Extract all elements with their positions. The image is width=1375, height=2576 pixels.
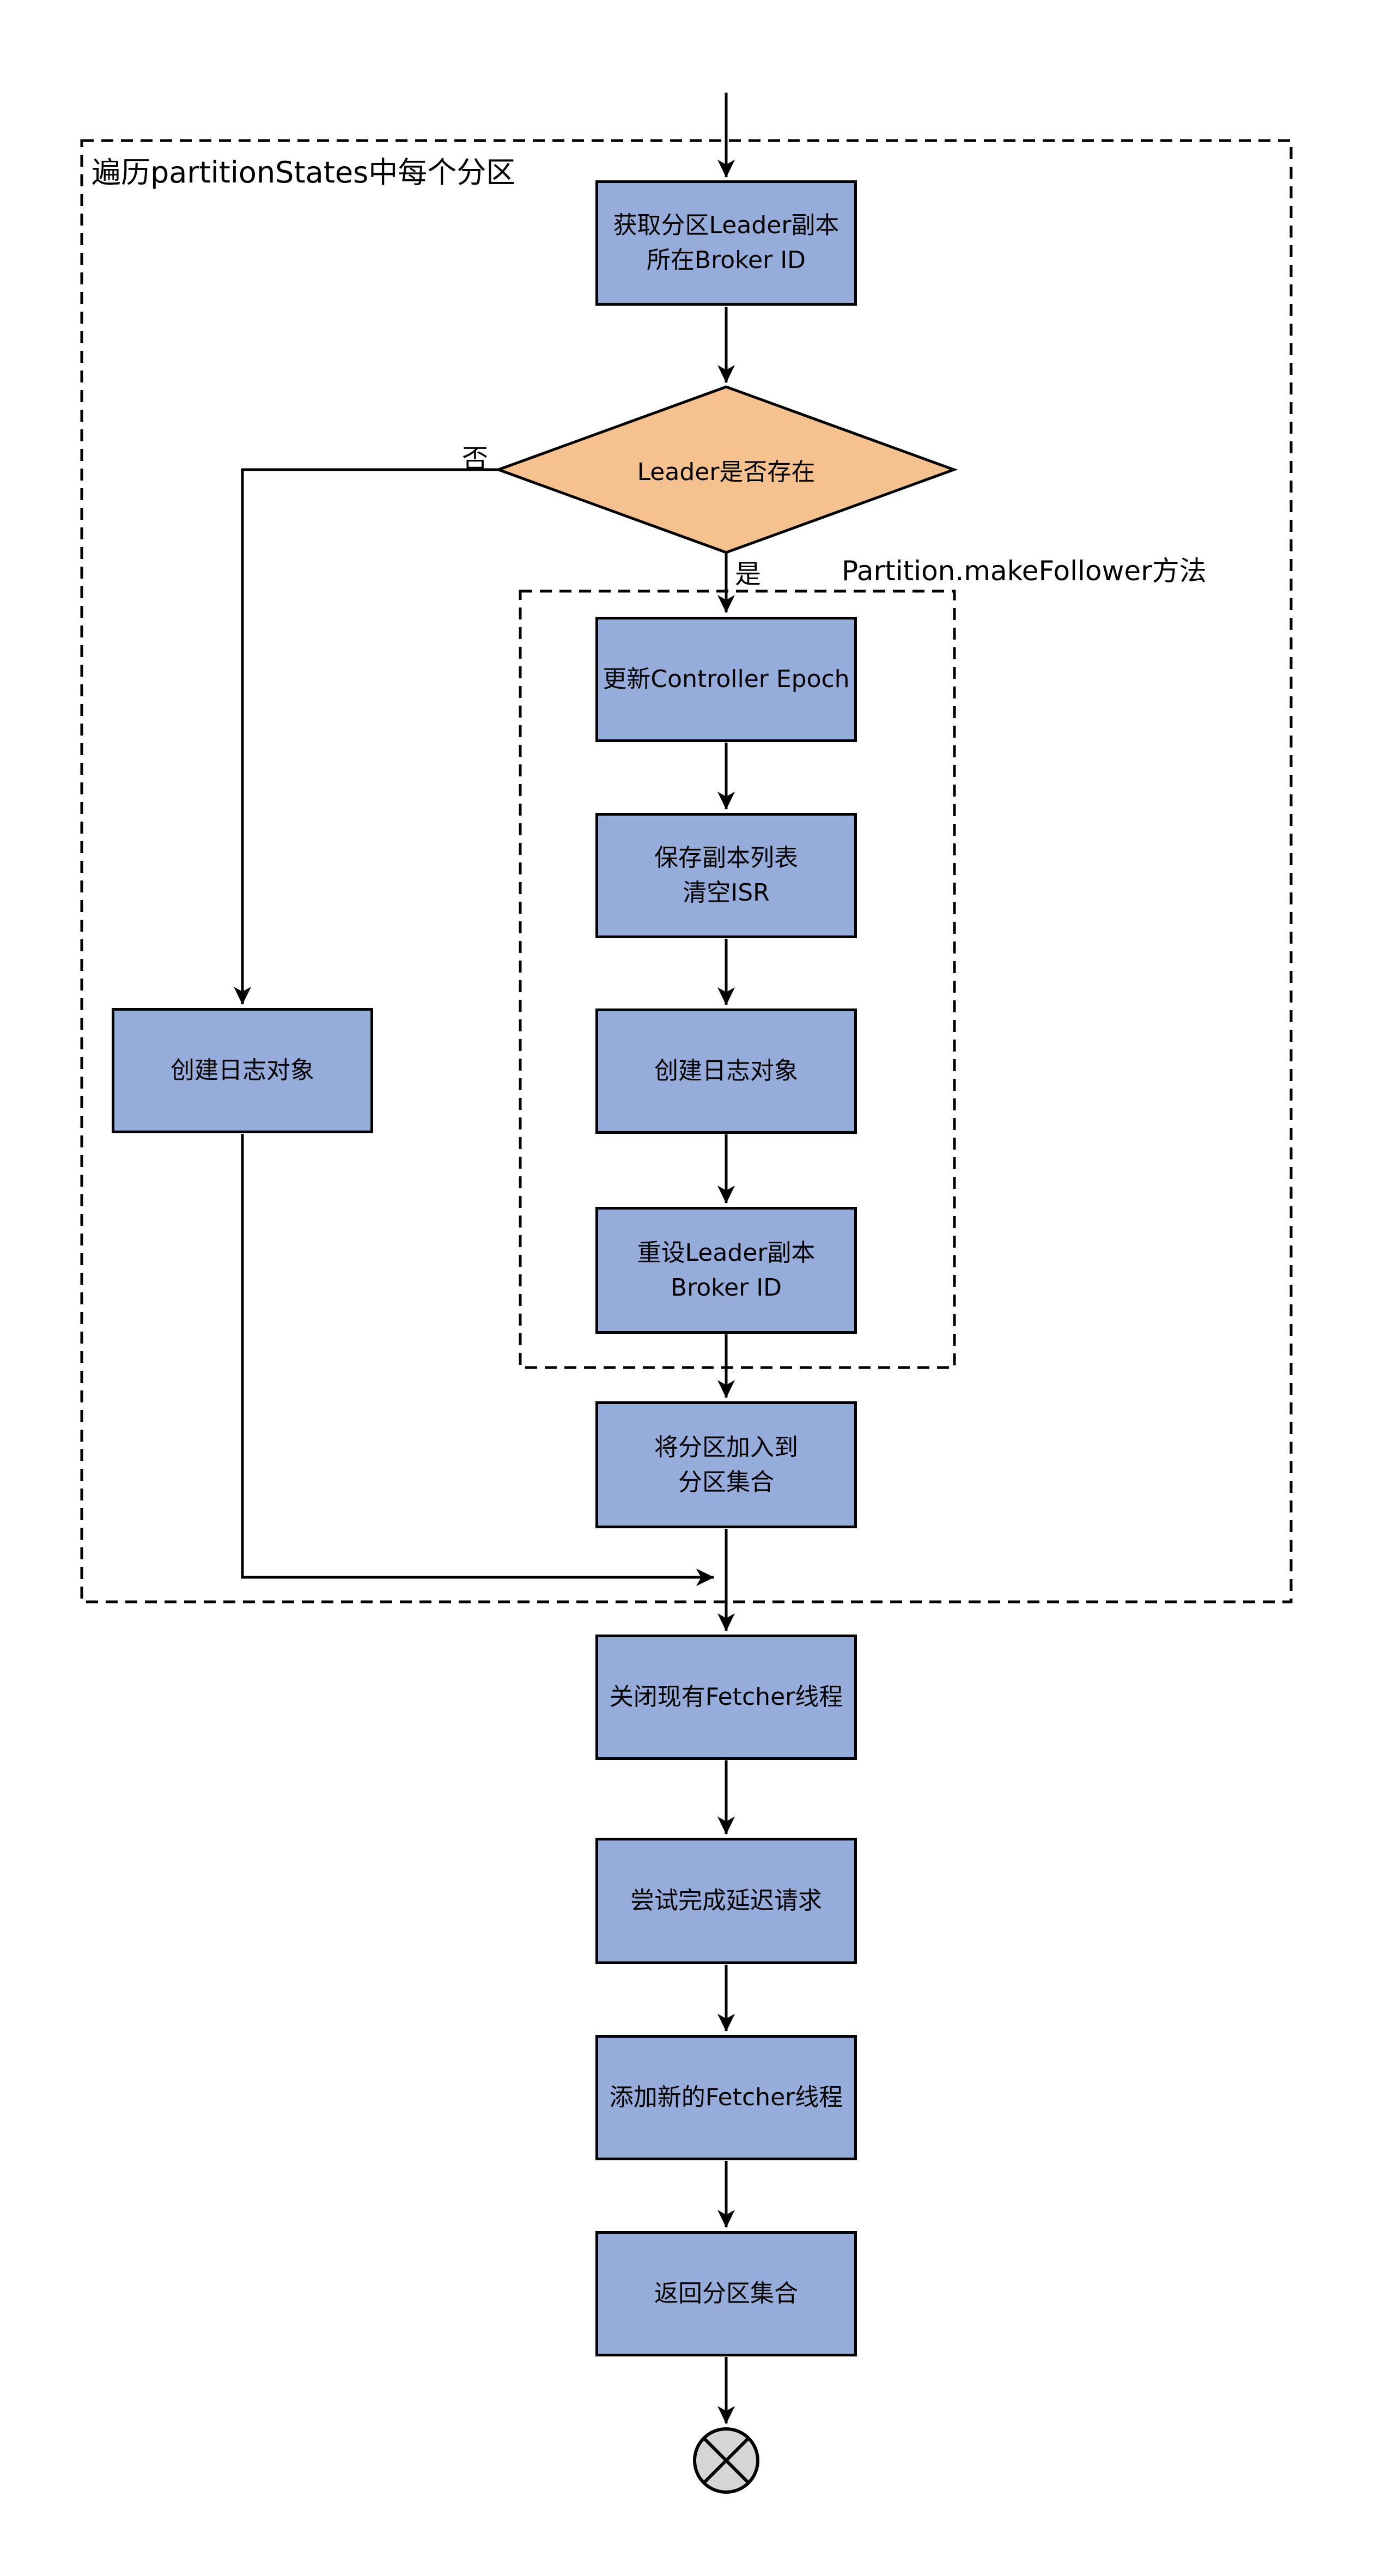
outer-group-label: 遍历partitionStates中每个分区 [92, 155, 516, 190]
node-add-partition-to-set-line1: 将分区加入到 [654, 1433, 798, 1461]
node-reset-leader-broker-id-line2: Broker ID [670, 1273, 782, 1302]
decision-diamond-shape [494, 385, 958, 554]
edge-no-branch-join [241, 1134, 714, 1586]
node-save-replica-list-line2: 清空ISR [683, 879, 770, 907]
node-add-new-fetchers-line1: 添加新的Fetcher线程 [609, 2083, 843, 2111]
node-reset-leader-broker-id: 重设Leader副本 Broker ID [595, 1207, 857, 1334]
node-return-partition-set: 返回分区集合 [595, 2231, 857, 2356]
node-create-log-line1: 创建日志对象 [654, 1057, 798, 1085]
branch-label-yes: 是 [735, 559, 762, 590]
node-return-partition-set-line1: 返回分区集合 [654, 2280, 798, 2307]
outer-group-frame [80, 139, 1293, 1603]
node-close-fetchers-line1: 关闭现有Fetcher线程 [609, 1683, 843, 1711]
node-save-replica-list: 保存副本列表 清空ISR [595, 813, 857, 938]
node-get-broker-id-line2: 所在Broker ID [646, 246, 806, 274]
branch-label-no: 否 [462, 443, 489, 474]
edge-no-branch-down [234, 468, 498, 1005]
node-save-replica-list-line1: 保存副本列表 [654, 844, 798, 872]
end-terminator-x-icon [702, 2437, 750, 2484]
node-close-fetchers: 关闭现有Fetcher线程 [595, 1635, 857, 1760]
node-try-complete-delayed: 尝试完成延迟请求 [595, 1838, 857, 1964]
node-try-complete-delayed-line1: 尝试完成延迟请求 [630, 1887, 822, 1915]
node-create-log-no-branch-line1: 创建日志对象 [171, 1056, 314, 1084]
node-update-controller-epoch-line1: 更新Controller Epoch [603, 665, 850, 693]
node-create-log: 创建日志对象 [595, 1008, 857, 1134]
node-add-partition-to-set: 将分区加入到 分区集合 [595, 1401, 857, 1528]
inner-group-frame [519, 590, 956, 1369]
node-add-new-fetchers: 添加新的Fetcher线程 [595, 2035, 857, 2160]
inner-group-label: Partition.makeFollower方法 [842, 555, 1207, 587]
node-create-log-no-branch: 创建日志对象 [112, 1008, 373, 1133]
node-get-broker-id-line1: 获取分区Leader副本 [613, 211, 839, 239]
decision-leader-exists-label: Leader是否存在 [637, 458, 816, 486]
node-add-partition-to-set-line2: 分区集合 [678, 1468, 774, 1496]
node-reset-leader-broker-id-line1: 重设Leader副本 [637, 1238, 816, 1267]
node-update-controller-epoch: 更新Controller Epoch [595, 617, 857, 742]
node-get-broker-id: 获取分区Leader副本 所在Broker ID [595, 180, 857, 306]
